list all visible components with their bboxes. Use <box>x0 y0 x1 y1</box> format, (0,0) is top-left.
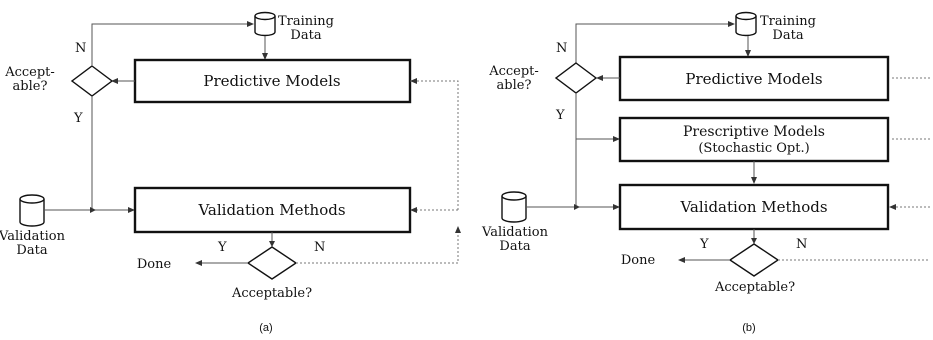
predictive-models-box <box>133 58 412 104</box>
prescriptive-models-label-line2: (Stochastic Opt.) <box>698 141 809 156</box>
predictive-models-label: Predictive Models <box>203 72 340 90</box>
yes-label-bottom: Y <box>217 240 227 255</box>
yes-label-top: Y <box>555 108 565 123</box>
panel-a: Training Data N Predictive Models Accept… <box>0 11 461 334</box>
acceptable-short-label-line2: able? <box>13 79 48 94</box>
acceptable-short-label-line2: able? <box>497 78 532 93</box>
no-label-top: N <box>75 41 86 56</box>
acceptable-decision-diamond <box>70 65 114 97</box>
no-feedback-dotted-path <box>296 230 459 264</box>
validation-data-label-line2: Data <box>16 243 47 258</box>
validation-data-label-line2: Data <box>499 239 530 254</box>
yes-label-bottom: Y <box>699 237 709 252</box>
acceptable-short-label-line1: Accept- <box>488 64 539 79</box>
validation-data-label-line1: Validation <box>0 229 66 244</box>
validation-data-cylinder-icon <box>501 191 527 223</box>
no-path-to-training <box>91 23 253 65</box>
prescriptive-models-label-line1: Prescriptive Models <box>683 124 825 140</box>
yes-label-top: Y <box>73 111 83 126</box>
predictive-models-box <box>618 55 890 102</box>
no-label-top: N <box>556 41 567 56</box>
acceptable-label: Acceptable? <box>231 286 312 301</box>
validation-data-cylinder-icon <box>19 194 45 227</box>
acceptable-short-label-line1: Accept- <box>4 65 55 80</box>
prescriptive-models-box <box>618 116 890 163</box>
validation-methods-label: Validation Methods <box>679 198 827 216</box>
done-label: Done <box>137 257 172 272</box>
training-data-label-line2: Data <box>290 28 321 43</box>
training-data-label-line2: Data <box>772 28 803 43</box>
no-label-bottom: N <box>796 237 807 252</box>
no-path-to-training <box>575 23 734 65</box>
training-data-cylinder-icon <box>254 11 276 37</box>
training-data-label-line1: Training <box>760 14 816 29</box>
caption-b: (b) <box>742 322 755 334</box>
no-label-bottom: N <box>314 240 325 255</box>
acceptable-decision-diamond-bottom <box>728 243 780 277</box>
validation-data-label-line1: Validation <box>481 225 549 240</box>
done-label: Done <box>621 253 656 268</box>
training-data-label-line1: Training <box>278 14 334 29</box>
validation-methods-label: Validation Methods <box>197 201 345 219</box>
caption-a: (a) <box>259 322 272 334</box>
predictive-models-label: Predictive Models <box>685 70 822 88</box>
panel-b: Training Data N Predictive Models Accept… <box>481 11 930 334</box>
acceptable-decision-diamond-bottom <box>246 246 298 280</box>
training-data-cylinder-icon <box>735 11 757 37</box>
acceptable-label: Acceptable? <box>714 280 795 295</box>
validation-methods-box <box>618 183 890 231</box>
acceptable-decision-diamond <box>554 62 598 94</box>
